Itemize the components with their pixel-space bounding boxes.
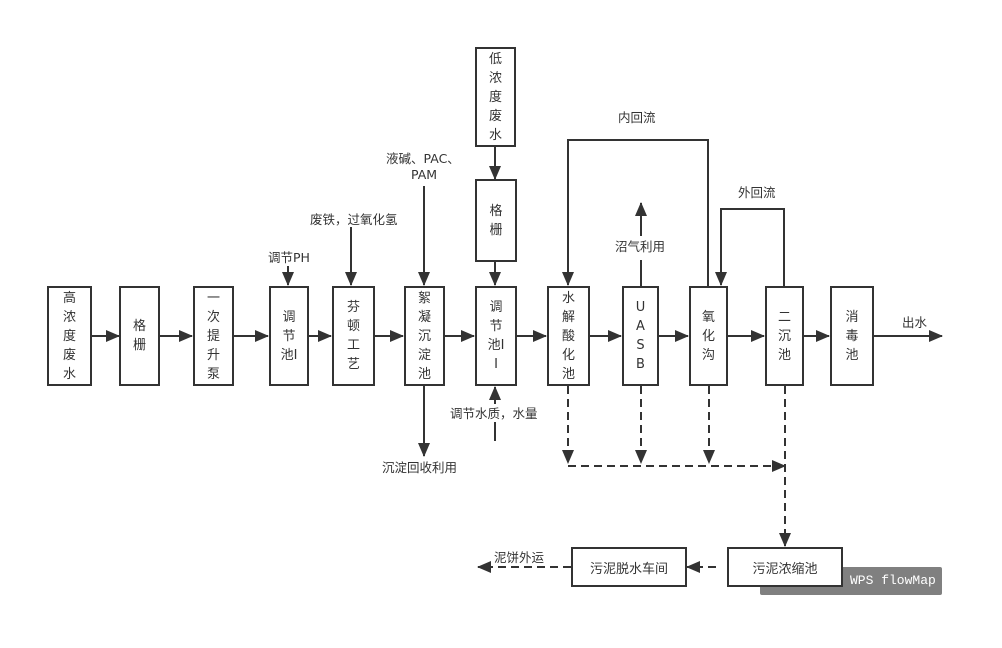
node-label: 一次提升泵 bbox=[206, 290, 220, 382]
node-label: 消毒池 bbox=[845, 309, 859, 363]
label-fenton-reagents: 废铁，过氧化氢 bbox=[310, 212, 398, 227]
node-label: 高浓度废水 bbox=[62, 290, 76, 382]
label-biogas-use: 沼气利用 bbox=[615, 239, 666, 254]
node-primary-lift-pump[interactable]: 一次提升泵 bbox=[193, 286, 234, 386]
node-label: 调节池I bbox=[280, 309, 298, 363]
node-sludge-thickener[interactable]: 污泥浓缩池 bbox=[727, 547, 843, 587]
node-oxidation-ditch[interactable]: 氧化沟 bbox=[689, 286, 728, 386]
node-disinfection-tank[interactable]: 消毒池 bbox=[830, 286, 874, 386]
label-internal-reflux: 内回流 bbox=[618, 110, 656, 125]
node-label: 水解酸化池 bbox=[561, 290, 575, 382]
node-equalization-tank-2[interactable]: 调节池II bbox=[475, 286, 517, 386]
node-coag-sedimentation[interactable]: 絮凝沉淀池 bbox=[404, 286, 445, 386]
label-effluent: 出水 bbox=[902, 315, 928, 330]
label-adjust-ph: 调节PH bbox=[268, 250, 310, 265]
label-sediment-recycle: 沉淀回收利用 bbox=[382, 460, 458, 475]
node-screen-2[interactable]: 格栅 bbox=[475, 179, 517, 262]
edge-external-reflux bbox=[715, 208, 785, 286]
label-external-reflux: 外回流 bbox=[738, 185, 776, 200]
node-label: UASB bbox=[635, 300, 646, 372]
node-label: 污泥浓缩池 bbox=[752, 561, 818, 577]
node-screen-1[interactable]: 格栅 bbox=[119, 286, 160, 386]
node-label: 格栅 bbox=[132, 319, 146, 353]
node-label: 低浓度废水 bbox=[488, 51, 502, 143]
node-equalization-tank-1[interactable]: 调节池I bbox=[269, 286, 309, 386]
edge-internal-reflux bbox=[562, 139, 709, 286]
node-hydrolysis-acidification[interactable]: 水解酸化池 bbox=[547, 286, 590, 386]
node-secondary-clarifier[interactable]: 二沉池 bbox=[765, 286, 804, 386]
node-fenton-process[interactable]: 芬顿工艺 bbox=[332, 286, 375, 386]
node-label: 芬顿工艺 bbox=[346, 300, 360, 372]
node-low-conc-wastewater[interactable]: 低浓度废水 bbox=[475, 47, 516, 147]
label-coag-reagents-line2: PAM bbox=[411, 167, 438, 182]
label-coag-reagents-line1: 液碱、PAC、 bbox=[386, 151, 460, 166]
node-high-conc-wastewater[interactable]: 高浓度废水 bbox=[47, 286, 92, 386]
label-adjust-quality: 调节水质，水量 bbox=[450, 406, 538, 421]
node-label: 氧化沟 bbox=[701, 309, 715, 363]
node-label: 格栅 bbox=[489, 203, 503, 238]
label-sludge-cake-out: 泥饼外运 bbox=[494, 550, 545, 565]
node-uasb[interactable]: UASB bbox=[622, 286, 659, 386]
node-label: 调节池II bbox=[487, 300, 505, 372]
node-sludge-dewatering[interactable]: 污泥脱水车间 bbox=[571, 547, 687, 587]
node-label: 絮凝沉淀池 bbox=[417, 290, 431, 382]
node-label: 污泥脱水车间 bbox=[589, 561, 668, 577]
node-label: 二沉池 bbox=[777, 309, 791, 363]
